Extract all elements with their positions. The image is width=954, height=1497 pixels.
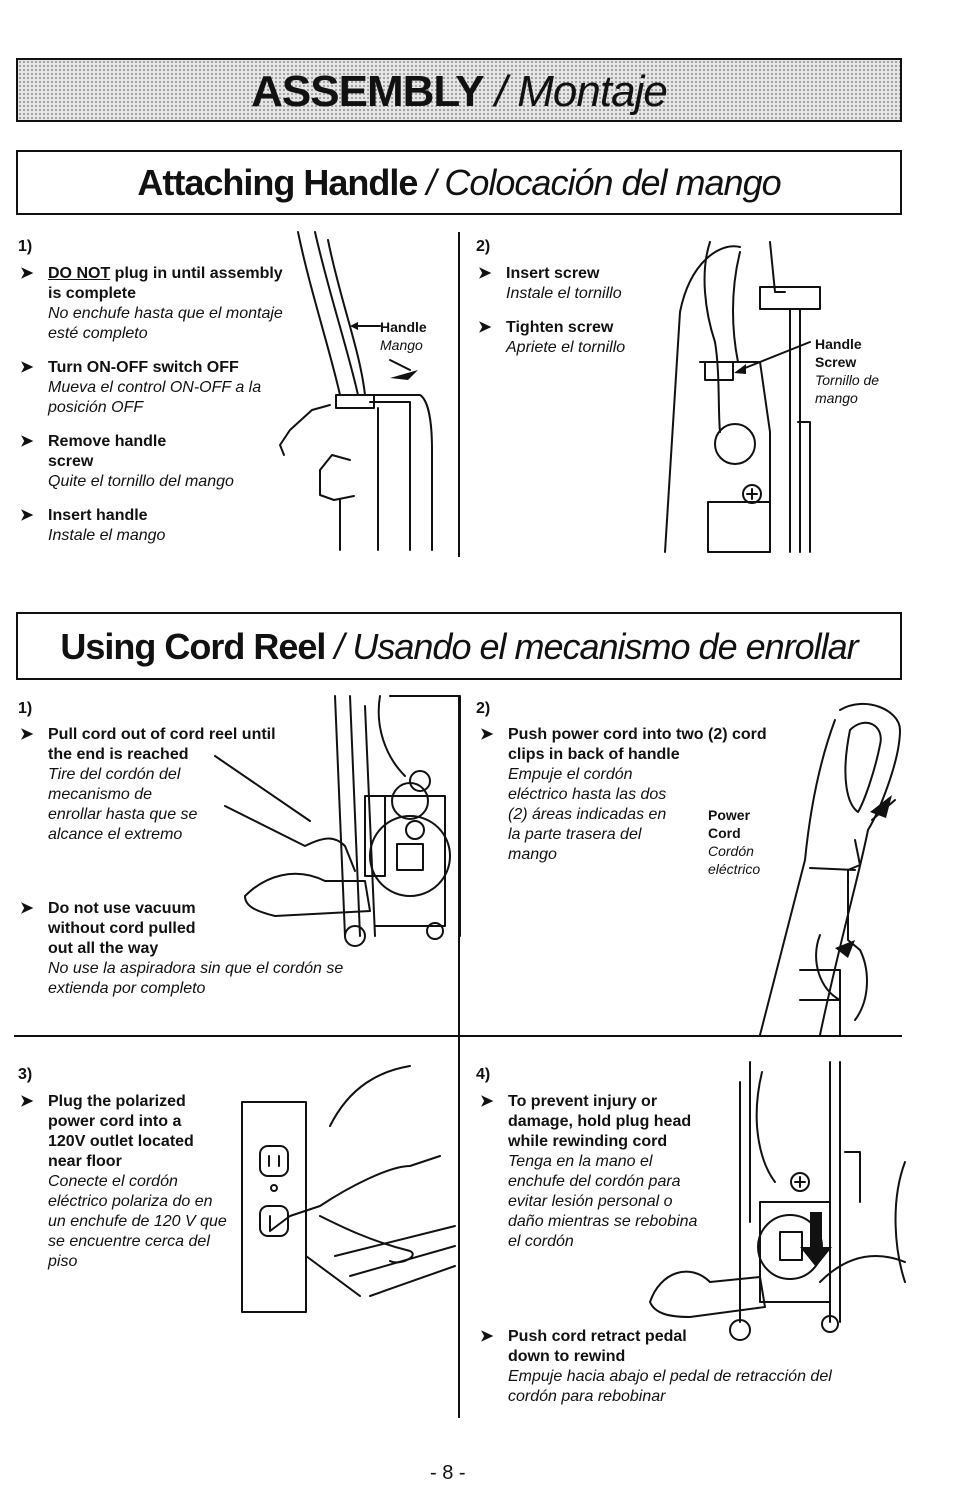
- cord-step2-item1-es: Empuje el cordón eléctrico hasta las dos…: [508, 766, 667, 863]
- do-not-text: DO NOT: [48, 265, 111, 282]
- power-cord-label-en2: Cord: [708, 825, 741, 841]
- bullet-arrow-icon: ➤: [20, 726, 34, 743]
- handle-step1-item2: ➤ Turn ON-OFF switch OFF Mueva el contro…: [20, 358, 298, 418]
- handle-title-sep: /: [417, 162, 445, 203]
- banner-title-sep: /: [483, 67, 518, 116]
- power-cord-label: Power Cord Cordón eléctrico: [708, 806, 760, 878]
- handle-step1-item4-en: Insert handle: [48, 507, 148, 524]
- banner-title-en: ASSEMBLY: [251, 67, 484, 116]
- handle-label: Handle Mango: [380, 318, 427, 354]
- handle-column-divider: [458, 232, 460, 557]
- cord-step4-item2-es: Empuje hacia abajo el pedal de retracció…: [508, 1368, 832, 1405]
- page-number: - 8 -: [430, 1462, 466, 1484]
- handle-step1-item3-en: Remove handle screw: [48, 433, 167, 470]
- handle-label-es: Mango: [380, 337, 423, 353]
- cord-step1-item2: ➤ Do not use vacuum without cord pulled …: [20, 899, 368, 999]
- handle-step1-item2-es: Mueva el control ON-OFF a la posición OF…: [48, 379, 262, 416]
- handle-screw-label-en2: Screw: [815, 354, 857, 370]
- cord-clip-illustration: [759, 702, 901, 1036]
- cord-step1-number: 1): [18, 700, 33, 717]
- cord-step4-item1-es: Tenga en la mano el enchufe del cordón p…: [508, 1153, 698, 1250]
- cord-row-divider: [14, 1035, 902, 1037]
- bullet-arrow-icon: ➤: [480, 1328, 494, 1345]
- handle-screw-label: Handle Screw Tornillo de mango: [815, 335, 879, 407]
- cord-step1-item2-en: Do not use vacuum without cord pulled ou…: [48, 900, 196, 957]
- handle-section-title: Attaching Handle / Colocación del mango: [18, 158, 900, 208]
- handle-step2-item2-es: Apriete el tornillo: [506, 339, 626, 356]
- cord-step2-number: 2): [476, 700, 491, 717]
- handle-step1-item1-en: plug in until assembly is complete: [48, 265, 283, 302]
- bullet-arrow-icon: ➤: [20, 507, 34, 524]
- cord-title-sep: /: [325, 626, 353, 667]
- cord-step3-item1-es: Conecte el cordón eléctrico polariza do …: [48, 1173, 227, 1270]
- handle-step1-item3-es: Quite el tornillo del mango: [48, 473, 234, 490]
- assembly-banner: ASSEMBLY / Montaje: [16, 58, 902, 122]
- banner-title: ASSEMBLY / Montaje: [18, 68, 900, 116]
- cord-section-title: Using Cord Reel / Usando el mecanismo de…: [18, 622, 900, 672]
- handle-step1-number: 1): [18, 238, 33, 255]
- handle-step1-item1-es: No enchufe hasta que el montaje esté com…: [48, 305, 283, 342]
- bullet-arrow-icon: ➤: [480, 1093, 494, 1110]
- handle-step1-item1: ➤ DO NOT plug in until assembly is compl…: [20, 264, 288, 344]
- handle-step1-item4-es: Instale el mango: [48, 527, 166, 544]
- cord-step1-item2-es: No use la aspiradora sin que el cordón s…: [48, 960, 344, 997]
- handle-step2-item1-en: Insert screw: [506, 265, 600, 282]
- handle-screw-label-es2: mango: [815, 390, 858, 406]
- handle-title-en: Attaching Handle: [137, 162, 418, 203]
- cord-step1-item1-en: Pull cord out of cord reel until the end…: [48, 726, 276, 763]
- bullet-arrow-icon: ➤: [478, 265, 492, 282]
- bullet-arrow-icon: ➤: [480, 726, 494, 743]
- cord-step4-item1-en: To prevent injury or damage, hold plug h…: [508, 1093, 692, 1150]
- power-cord-label-es1: Cordón: [708, 843, 754, 859]
- handle-screw-label-en1: Handle: [815, 336, 862, 352]
- bullet-arrow-icon: ➤: [20, 1093, 34, 1110]
- cord-step4-item1: ➤ To prevent injury or damage, hold plug…: [480, 1092, 718, 1252]
- power-cord-label-en1: Power: [708, 807, 751, 823]
- handle-step2-item2: ➤ Tighten screw Apriete el tornillo: [478, 318, 686, 358]
- cord-step3-item1-en: Plug the polarized power cord into a 120…: [48, 1093, 194, 1170]
- bullet-arrow-icon: ➤: [478, 319, 492, 336]
- cord-step3-item1: ➤ Plug the polarized power cord into a 1…: [20, 1092, 233, 1272]
- handle-insert-illustration: [279, 231, 433, 551]
- handle-step2-number: 2): [476, 238, 491, 255]
- cord-step3-number: 3): [18, 1066, 33, 1083]
- outlet-plug-illustration: [241, 1065, 456, 1313]
- handle-title-es: Colocación del mango: [444, 162, 781, 203]
- handle-step1-item4: ➤ Insert handle Instale el mango: [20, 506, 288, 546]
- handle-screw-illustration: [664, 241, 821, 553]
- handle-section-header: Attaching Handle / Colocación del mango: [16, 150, 902, 215]
- cord-step4-item2-en: Push cord retract pedal down to rewind: [508, 1328, 687, 1365]
- handle-step1-item2-en: Turn ON-OFF switch OFF: [48, 359, 239, 376]
- handle-step1-item3: ➤ Remove handle screw Quite el tornillo …: [20, 432, 288, 492]
- cord-section-header: Using Cord Reel / Usando el mecanismo de…: [16, 612, 902, 680]
- bullet-arrow-icon: ➤: [20, 900, 34, 917]
- handle-screw-label-es1: Tornillo de: [815, 372, 880, 388]
- rewind-illustration: [649, 1061, 906, 1341]
- handle-step2-item1: ➤ Insert screw Instale el tornillo: [478, 264, 686, 304]
- bullet-arrow-icon: ➤: [20, 265, 34, 282]
- handle-label-leader: [350, 322, 381, 330]
- cord-step4-item2: ➤ Push cord retract pedal down to rewind…: [480, 1327, 888, 1407]
- cord-step4-number: 4): [476, 1066, 491, 1083]
- handle-step2-item2-en: Tighten screw: [506, 319, 614, 336]
- cord-title-es: Usando el mecanismo de enrollar: [352, 626, 858, 667]
- cord-step1-item1: ➤ Pull cord out of cord reel until the e…: [20, 725, 288, 845]
- cord-reel-illustration: [214, 695, 461, 947]
- handle-label-en: Handle: [380, 319, 427, 335]
- cord-step1-item1-es: Tire del cordón del mecanismo de enrolla…: [48, 766, 198, 843]
- banner-title-es: Montaje: [517, 67, 668, 116]
- handle-step2-item1-es: Instale el tornillo: [506, 285, 622, 302]
- bullet-arrow-icon: ➤: [20, 359, 34, 376]
- cord-step2-item1: ➤ Push power cord into two (2) cord clip…: [480, 725, 788, 865]
- power-cord-label-es2: eléctrico: [708, 861, 761, 877]
- bullet-arrow-icon: ➤: [20, 433, 34, 450]
- cord-title-en: Using Cord Reel: [60, 626, 326, 667]
- cord-step2-item1-en: Push power cord into two (2) cord clips …: [508, 726, 767, 763]
- cord-column-divider: [458, 696, 460, 1418]
